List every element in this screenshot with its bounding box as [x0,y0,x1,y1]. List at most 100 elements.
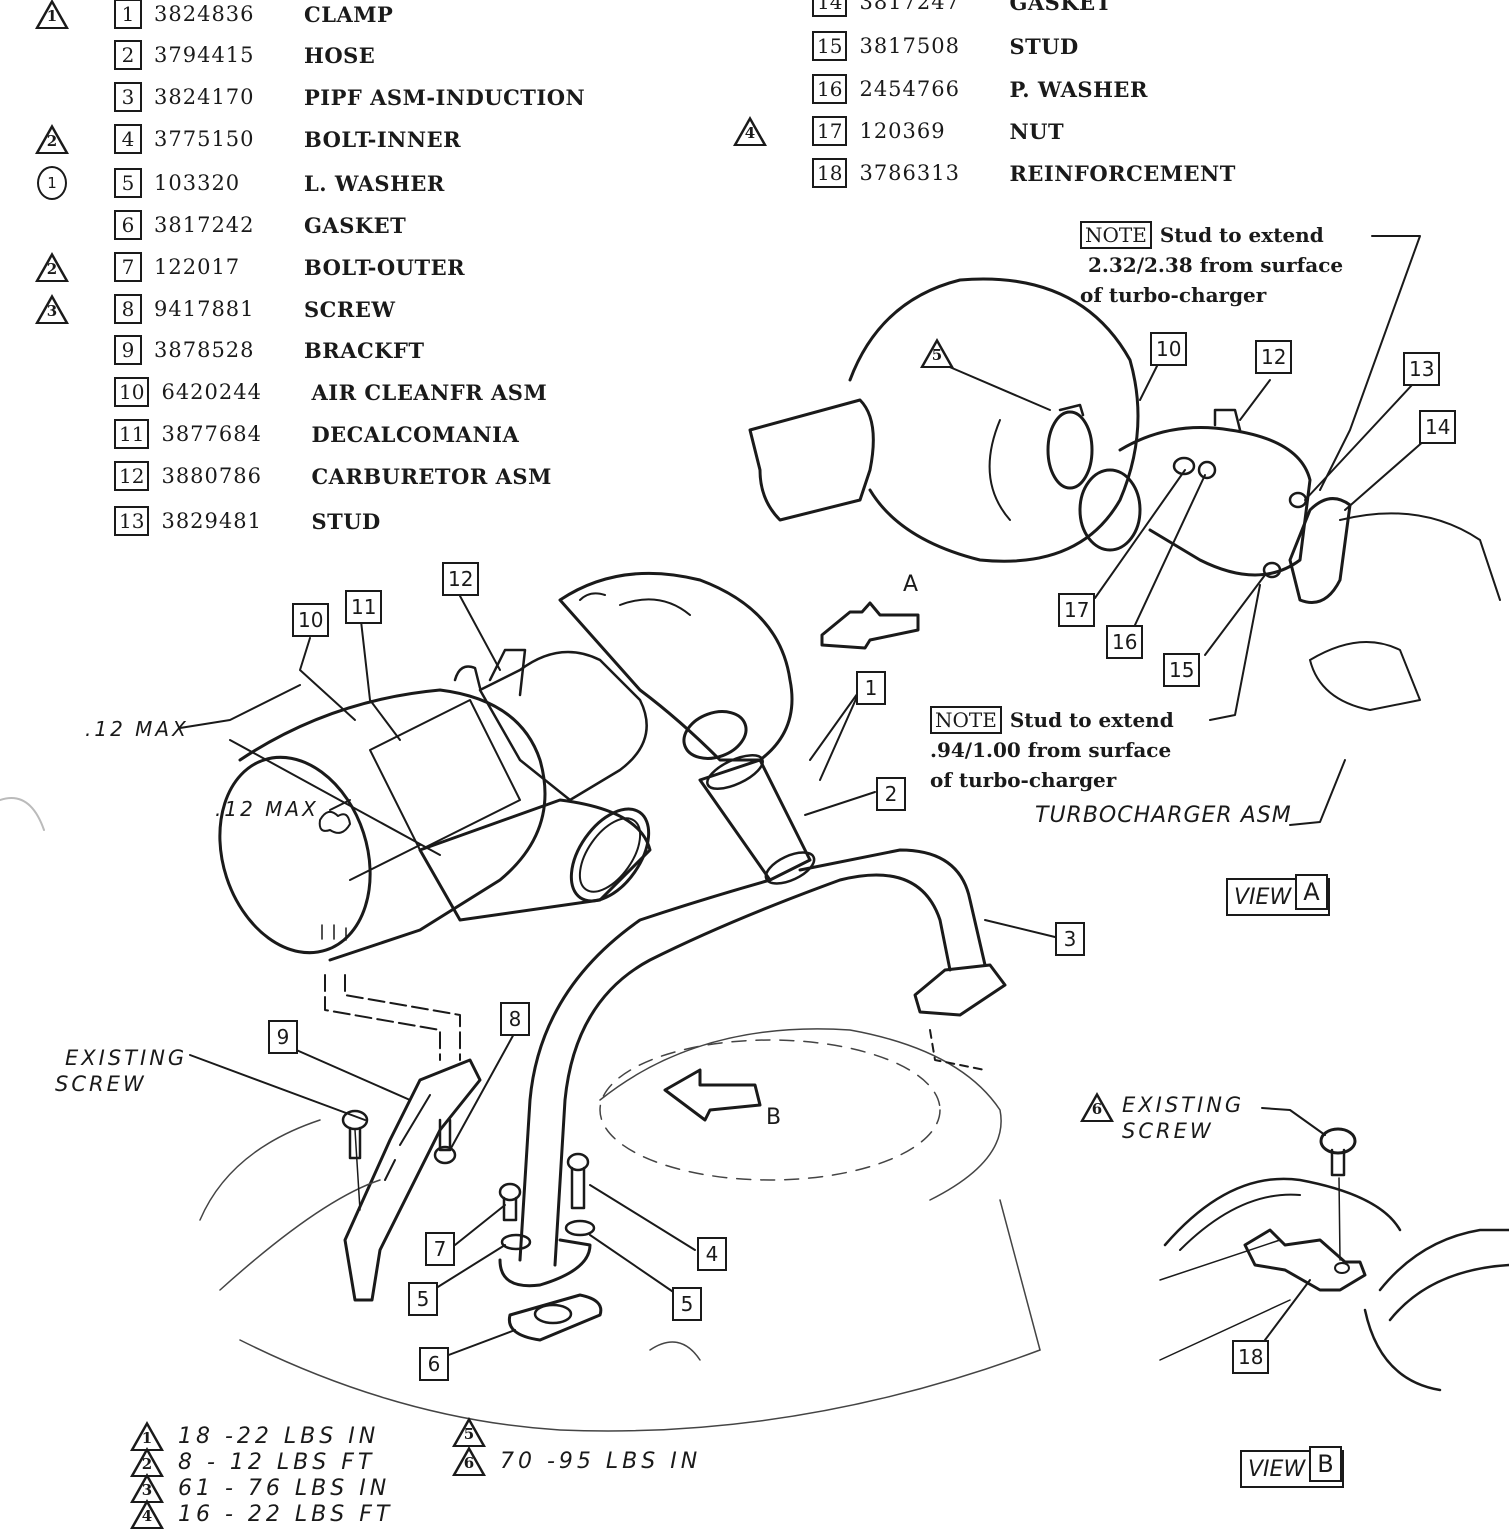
item-number-box: 12 [114,461,150,491]
torque-mark-number: 1 [46,7,58,25]
torque-mark [730,74,770,104]
label-line: SCREW [1122,1119,1214,1143]
callout-item-10: 10 [292,603,330,637]
torque-triangle-icon: 4 [130,1499,164,1529]
leader-lines-main [179,595,1056,1363]
label-line: SCREW [55,1072,147,1096]
view-word: VIEW [1234,884,1292,910]
callout-item-7: 7 [425,1232,455,1266]
induction-pipe-main [498,848,1007,1288]
view-a-label: VIEW A [1226,874,1330,916]
torque-mark-number: 2 [141,1455,153,1473]
fasteners-main [341,1109,596,1251]
torque-mark [730,158,770,188]
torque-mark-number: 3 [46,302,58,320]
torque-spec-row: 3 61 - 76 LBS IN [130,1473,391,1503]
callout-item-3: 3 [1055,922,1085,956]
note-line: of turbo-charger [930,768,1117,792]
note-line: Stud to extend [1159,223,1324,247]
callout-item-11: 11 [345,590,383,624]
item-number-box: 8 [114,294,142,324]
part-name: P. WASHER [1009,76,1148,102]
torque-mark: 1 [32,0,72,29]
torque-mark-number: 5 [463,1425,475,1443]
callout-view-a-item-13: 13 [1403,352,1441,386]
max-dimension-label: .12 MAX [85,717,189,741]
air-cleaner-main [218,688,547,962]
torque-mark-number: 5 [931,346,943,364]
torque-mark: 2 [32,124,72,154]
arrow-a-label: A [903,572,919,597]
note-line: .94/1.00 from surface [930,738,1172,762]
binder-hole [0,797,45,831]
part-number: 103320 [154,171,241,195]
part-name: GASKET [1009,0,1112,15]
torque-mark [32,419,72,449]
part-name: GASKET [304,212,407,238]
callout-view-a-triangle: 5 [920,338,954,368]
part-name: CARBURETOR ASM [311,463,552,489]
item-number-box: 5 [114,168,142,198]
torque-mark [32,506,72,536]
item-number-box: 4 [114,124,142,154]
item-number-box: 13 [114,506,150,536]
torque-mark-number: 4 [141,1507,153,1525]
part-number: 3775150 [154,127,255,151]
view-a-arrow [820,601,920,650]
torque-triangle-icon: 6 [452,1446,486,1476]
item-number-box: 10 [114,377,150,407]
existing-screw-label-left: EXISTING SCREW [55,1045,187,1097]
part-name: BOLT-INNER [304,126,462,152]
bracket-main [343,1058,482,1302]
callout-item-9: 9 [268,1020,298,1054]
part-number: 6420244 [161,380,262,404]
view-letter: A [1295,874,1328,910]
torque-spec-value: 61 - 76 LBS IN [178,1475,391,1501]
note-line: of turbo-charger [1080,283,1267,307]
torque-triangle-icon: 5 [920,338,954,368]
torque-mark [32,335,72,365]
item-number-box: 11 [114,419,150,449]
arrow-b-label: B [766,1105,782,1130]
item-number-box: 7 [114,252,142,282]
callout-view-a-item-12: 12 [1255,340,1293,374]
part-number: 3794415 [154,43,255,67]
torque-mark-number: 2 [46,132,58,150]
part-number: 3817508 [859,34,960,58]
torque-mark-number: 3 [141,1481,153,1499]
view-b-arrow [663,1068,762,1122]
note-tag: NOTE [1080,221,1152,249]
note-line: Stud to extend [1009,708,1174,732]
torque-triangle-icon: 3 [35,294,69,324]
torque-mark [32,377,72,407]
part-number: 3824836 [154,2,255,26]
part-number: 3786313 [859,161,960,185]
hose-main [698,754,816,885]
part-number: 120369 [859,119,946,143]
part-name: BOLT-OUTER [304,254,466,280]
leader-lines-view-a [944,235,1426,826]
torque-triangle-icon: 1 [35,0,69,29]
torque-circle-icon: 1 [37,166,67,200]
part-number: 3824170 [154,85,255,109]
torque-mark [32,461,72,491]
torque-spec-value: 8 - 12 LBS FT [178,1449,376,1475]
intake-manifold-background [199,1028,1041,1432]
torque-spec-value: 18 -22 LBS IN [178,1423,380,1449]
part-name: AIR CLEANFR ASM [311,379,548,405]
gasket-main [507,1293,603,1342]
callout-item-12: 12 [442,562,480,596]
item-number-box: 16 [812,74,848,104]
